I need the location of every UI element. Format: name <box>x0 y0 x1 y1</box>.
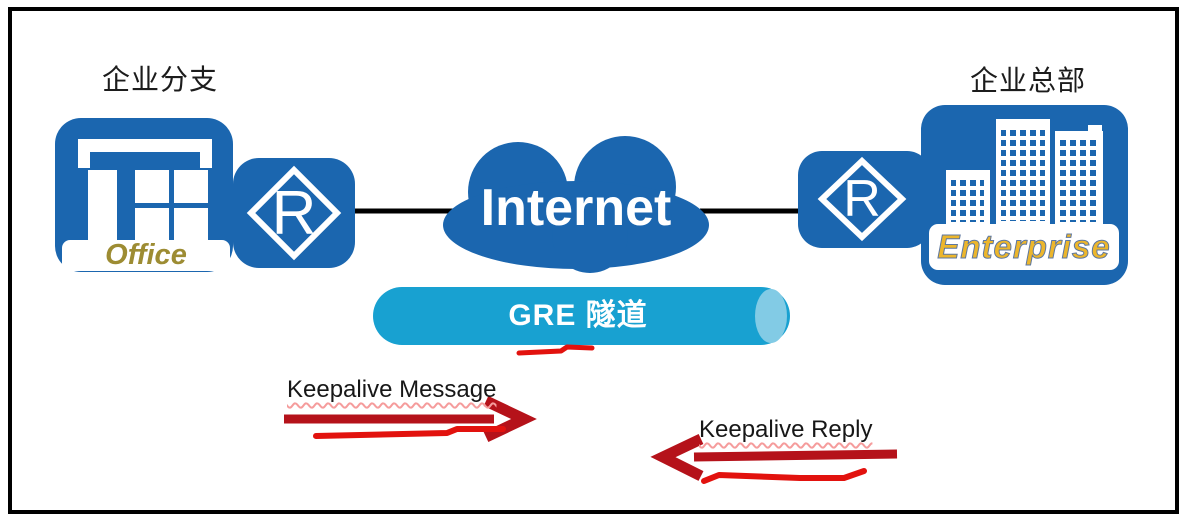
gre-tunnel-label: GRE 隧道 <box>508 299 648 332</box>
office-building-shape <box>62 139 230 271</box>
router-left-icon <box>233 158 355 268</box>
tunnel-end-cap <box>755 289 787 343</box>
branch-label: 企业分支 <box>101 64 218 95</box>
tunnel-body <box>373 287 790 345</box>
router-right-label: R <box>843 170 881 228</box>
enterprise-banner <box>929 224 1119 270</box>
gre-tunnel-pipe <box>373 287 790 345</box>
headquarters-label: 企业总部 <box>969 65 1086 96</box>
keepalive-reply-arrow <box>650 434 898 481</box>
office-door <box>88 170 117 242</box>
enterprise-label: Enterprise <box>937 228 1111 266</box>
router-right-diamond <box>817 156 907 242</box>
router-left-label: R <box>271 178 317 248</box>
internet-cloud-icon <box>443 136 709 273</box>
keepalive-reply-label: Keepalive Reply <box>699 416 873 443</box>
router-right-background <box>798 151 931 248</box>
router-right-icon <box>798 151 931 248</box>
office-window <box>135 208 169 241</box>
keepalive-message-label: Keepalive Message <box>287 376 497 403</box>
enterprise-site-icon <box>921 105 1128 285</box>
tunnel-underline-annotation <box>516 344 595 356</box>
tower-right-step <box>1088 125 1102 135</box>
router-left-diamond <box>246 165 342 261</box>
enterprise-windows <box>951 127 1099 222</box>
office-window <box>174 208 208 241</box>
office-label: Office <box>105 239 187 271</box>
internet-label: Internet <box>480 179 672 237</box>
router-left-background <box>233 158 355 268</box>
diagram-border <box>8 7 1179 514</box>
keepalive-message-underline-annotation <box>313 426 506 439</box>
office-site-icon <box>55 118 233 272</box>
office-window <box>174 170 208 203</box>
office-banner <box>62 240 230 271</box>
keepalive-reply-underline-annotation <box>701 468 867 484</box>
hand-drawn-annotations <box>313 344 867 484</box>
cloud-lobe <box>552 197 628 273</box>
office-window <box>135 170 169 203</box>
